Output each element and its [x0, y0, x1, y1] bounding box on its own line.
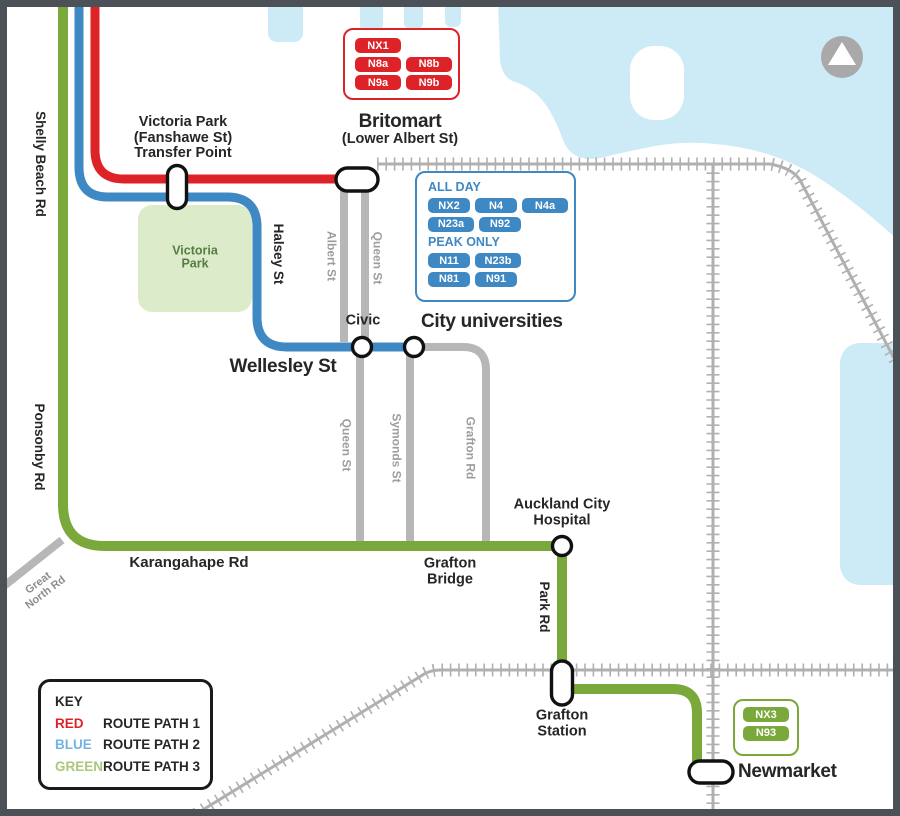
newmarket-label: Newmarket	[738, 760, 837, 782]
western-rail-line	[192, 663, 900, 816]
route-badge: N9b	[406, 75, 452, 90]
hospital-marker	[550, 534, 574, 558]
legend-row-green: GREEN ROUTE PATH 3	[55, 756, 210, 778]
route-badge: NX2	[428, 198, 470, 213]
legend-title: KEY	[55, 694, 83, 709]
route-path-1-red	[90, 0, 352, 184]
civic-marker	[350, 335, 374, 359]
hospital-label: Auckland City Hospital	[513, 496, 611, 528]
legend-box: KEY RED ROUTE PATH 1 BLUE ROUTE PATH 2 G…	[38, 679, 213, 790]
all-day-heading: ALL DAY	[428, 180, 481, 194]
civic-label: Civic	[345, 312, 381, 329]
queen-st-upper-label: Queen St	[370, 231, 385, 285]
victoria-park-transfer-marker	[165, 163, 189, 211]
newmarket-route-box: NX3 N93	[733, 699, 799, 756]
north-arrow-icon	[821, 36, 863, 78]
eastern-rail-line	[377, 157, 900, 366]
street-roads	[340, 180, 490, 542]
legend-color-name: RED	[55, 715, 84, 731]
grafton-rd-label: Grafton Rd	[463, 416, 478, 480]
victoria-park-area	[138, 205, 252, 312]
route-badge: N23b	[475, 253, 521, 268]
railway-lines	[192, 157, 900, 816]
karangahape-rd-label: Karangahape Rd	[129, 553, 249, 571]
route-badge: N91	[475, 271, 517, 287]
harbour-water	[268, 0, 900, 585]
legend-route-label: ROUTE PATH 1	[103, 715, 201, 731]
legend-route-label: ROUTE PATH 2	[103, 737, 201, 752]
wellesley-st-label: Wellesley St	[229, 355, 337, 377]
route-badge: NX1	[355, 38, 401, 53]
newmarket-marker	[687, 759, 735, 785]
route-badge: N11	[428, 253, 470, 268]
legend-color-name: BLUE	[55, 737, 92, 752]
route-badge: N4a	[522, 198, 568, 213]
legend-row-blue: BLUE ROUTE PATH 2	[55, 734, 210, 756]
great-north-rd-road	[1, 536, 65, 590]
route-badge: N93	[743, 725, 789, 741]
route-badge: NX3	[743, 707, 789, 722]
victoria-park-label: Victoria Park	[172, 243, 218, 271]
peak-only-heading: PEAK ONLY	[428, 235, 500, 249]
victoria-park-transfer-label: Victoria Park (Fanshawe St) Transfer Poi…	[133, 113, 233, 161]
route-badge: N23a	[428, 216, 474, 232]
legend-route-label: ROUTE PATH 3	[103, 758, 201, 774]
symonds-st-label: Symonds St	[389, 413, 404, 483]
city-universities-label: City universities	[421, 310, 563, 332]
legend-row-red: RED ROUTE PATH 1	[55, 713, 210, 735]
grafton-bridge-label: Grafton Bridge	[423, 555, 477, 587]
grafton-rd-road	[414, 343, 490, 542]
city-universities-route-box: ALL DAY NX2 N4 N4a N23a N92 PEAK ONLY N1…	[415, 171, 576, 302]
albert-st-label: Albert St	[324, 230, 339, 282]
route-badge: N9a	[355, 75, 401, 90]
britomart-marker	[334, 166, 380, 193]
station-markers	[165, 163, 735, 785]
route-badge: N8b	[406, 56, 452, 72]
route-badge: N92	[479, 216, 521, 232]
shelly-beach-rd-label: Shelly Beach Rd	[33, 111, 49, 217]
grafton-station-marker	[549, 659, 575, 707]
halsey-st-label: Halsey St	[271, 223, 287, 285]
route-badge: N81	[428, 271, 470, 287]
britomart-label: Britomart (Lower Albert St)	[341, 111, 459, 148]
city-universities-marker	[402, 335, 426, 359]
legend-color-name: GREEN	[55, 758, 104, 774]
route-badge: N8a	[355, 56, 401, 72]
grafton-station-label: Grafton Station	[535, 707, 589, 739]
ponsonby-rd-label: Ponsonby Rd	[32, 403, 48, 491]
queen-st-lower-label: Queen St	[339, 418, 354, 472]
park-rd-label: Park Rd	[537, 581, 553, 633]
route-badge: N4	[475, 198, 517, 213]
britomart-route-box: NX1 N8a N8b N9a N9b	[343, 28, 460, 100]
route-path-2-blue	[74, 0, 414, 352]
